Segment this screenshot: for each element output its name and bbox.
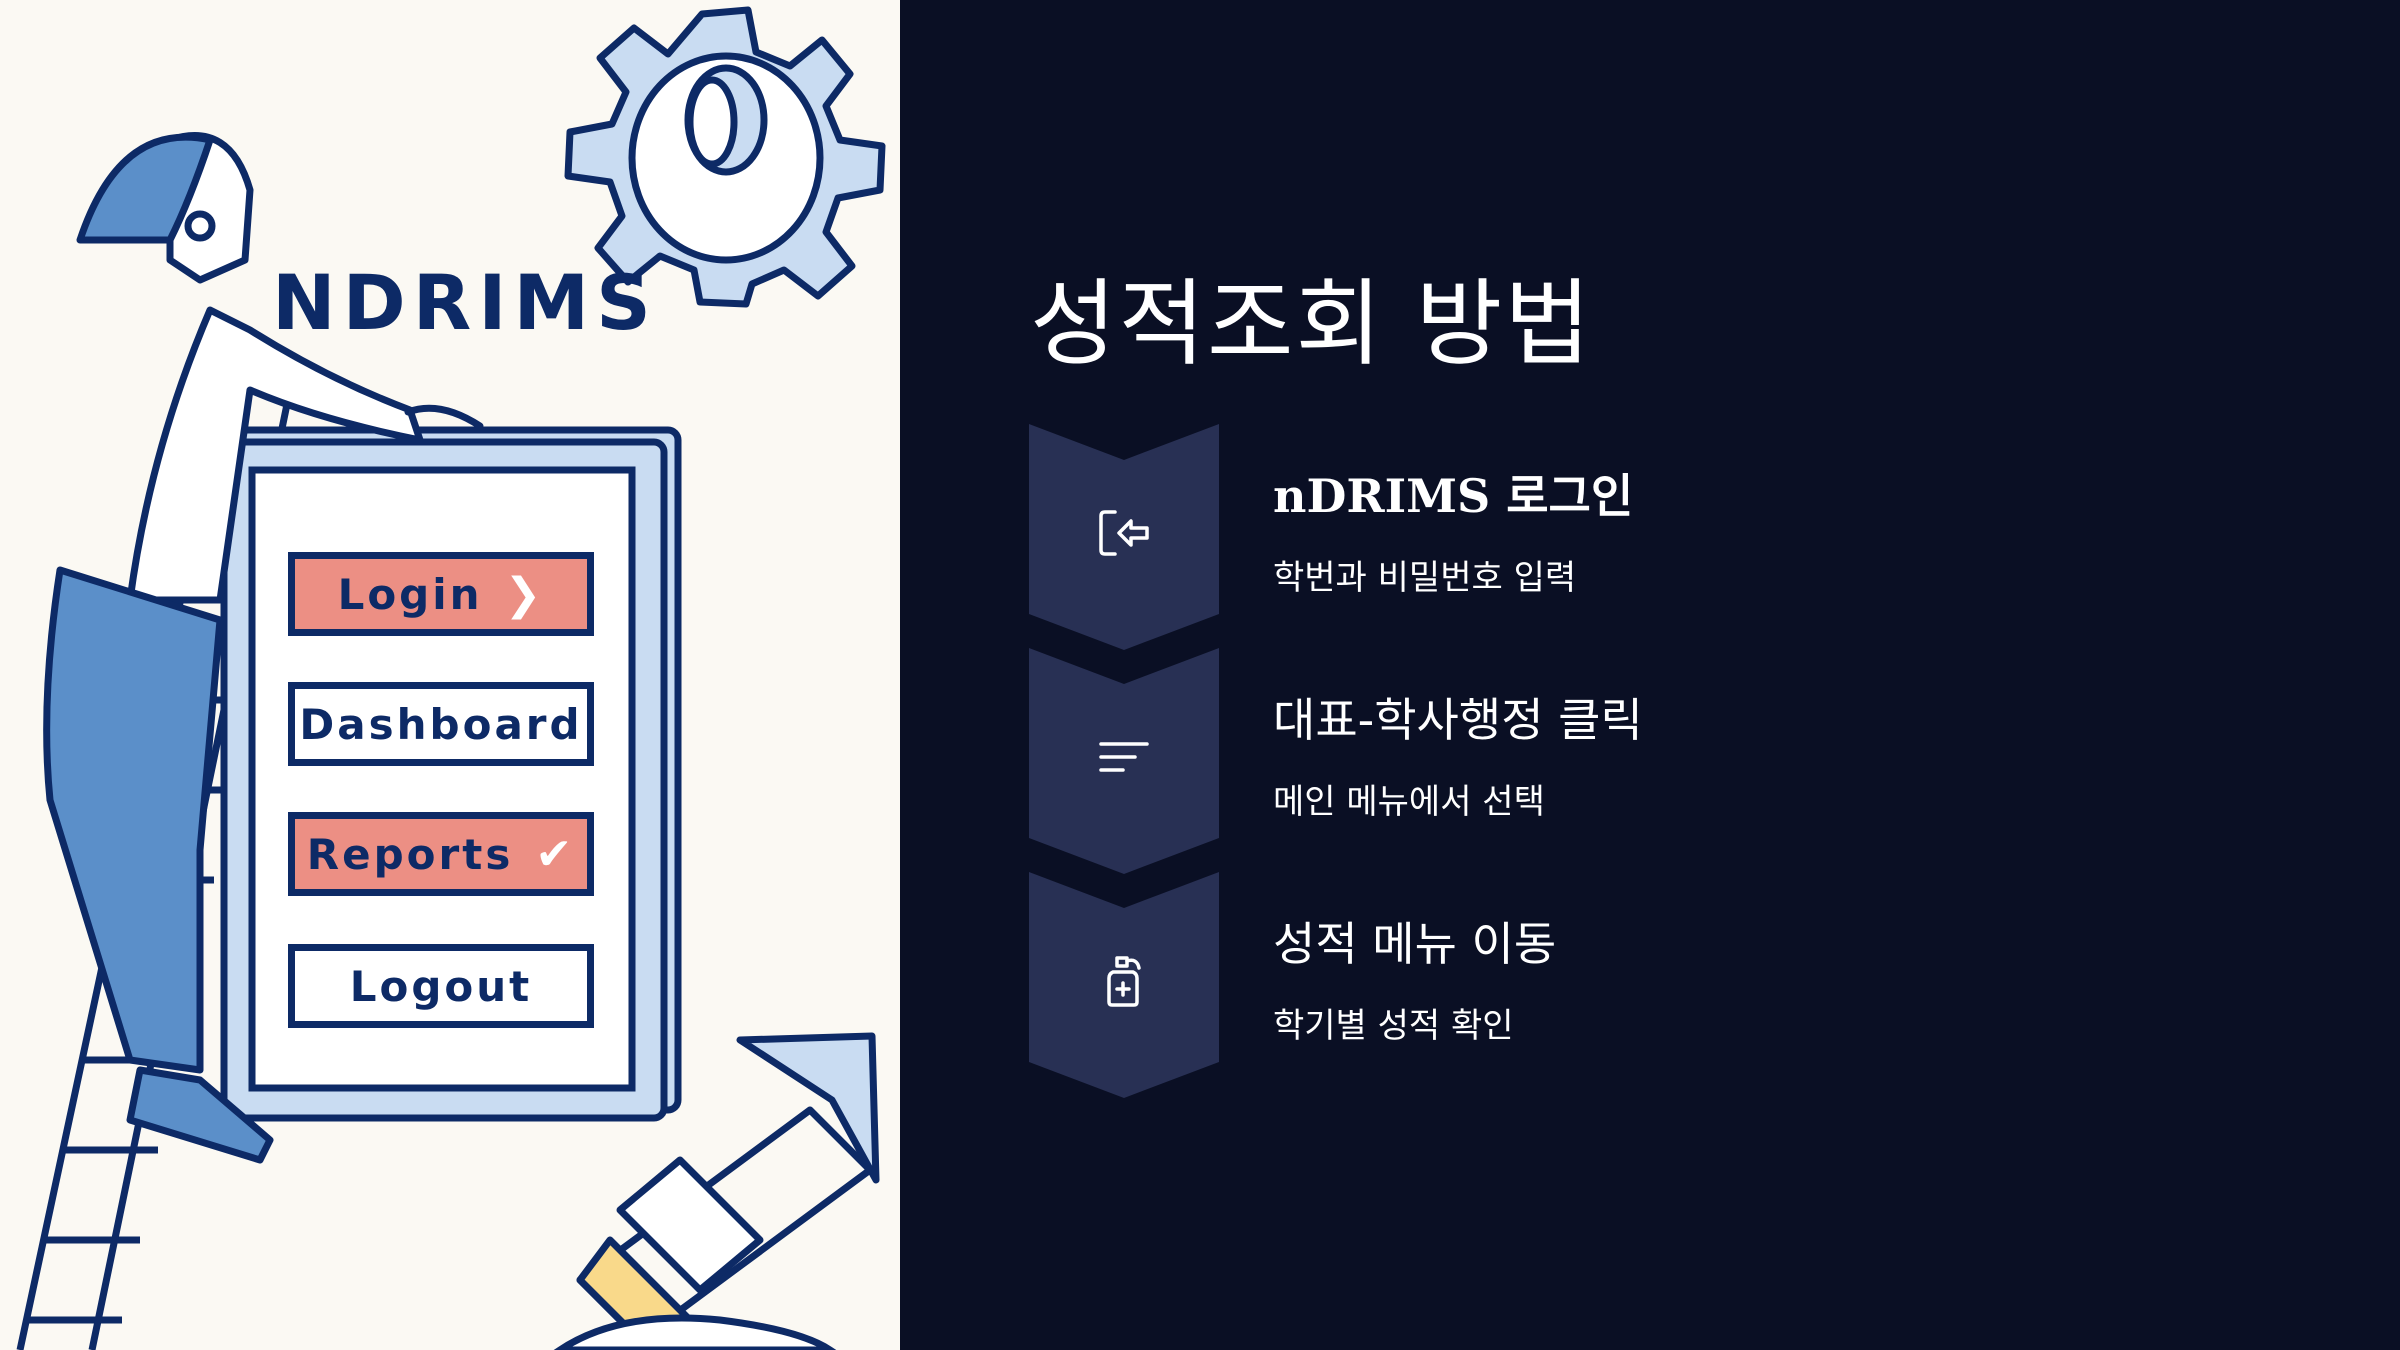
step-2-text: 대표-학사행정 클릭 메인 메뉴에서 선택 xyxy=(1273,684,1643,823)
content-panel: 성적조회 방법 nDRIMS 로그인 학번과 비밀번호 입력 대표-학사행정 클… xyxy=(900,0,2400,1350)
step-3-text: 성적 메뉴 이동 학기별 성적 확인 xyxy=(1273,908,1556,1047)
step-1-subtitle: 학번과 비밀번호 입력 xyxy=(1273,558,1577,598)
step-3-badge xyxy=(1029,872,1219,1098)
step-1-badge xyxy=(1029,424,1219,650)
brand-logo-text: NDRIMS xyxy=(272,258,658,347)
illustration-logout-button: Logout xyxy=(288,944,594,1028)
step-1-text: nDRIMS 로그인 학번과 비밀번호 입력 xyxy=(1273,460,1633,599)
illustration-reports-button: Reports ✔ xyxy=(288,812,594,896)
step-2-title: 대표-학사행정 클릭 xyxy=(1273,693,1643,747)
illustration-reports-label: Reports xyxy=(306,829,514,879)
login-icon xyxy=(1099,510,1149,556)
illustration-dashboard-label: Dashboard xyxy=(299,699,583,749)
chevron-right-icon: ❯ xyxy=(504,568,545,620)
illustration-dashboard-button: Dashboard xyxy=(288,682,594,766)
illustration-panel: NDRIMS Login ❯ Dashboard Reports ✔ Logou… xyxy=(0,0,900,1350)
illustration-graphic xyxy=(16,6,886,1350)
slide-title: 성적조회 방법 xyxy=(1030,270,1593,379)
person-graphic xyxy=(43,132,484,1164)
step-2-badge xyxy=(1029,648,1219,874)
bottle-icon xyxy=(1107,956,1141,1007)
menu-lines-icon xyxy=(1099,742,1149,772)
step-2-subtitle: 메인 메뉴에서 선택 xyxy=(1273,782,1545,822)
chevron-badge-shape xyxy=(1029,648,1219,874)
step-3-subtitle: 학기별 성적 확인 xyxy=(1273,1006,1514,1046)
check-icon: ✔ xyxy=(535,828,576,880)
illustration-logout-label: Logout xyxy=(349,961,533,1011)
illustration-login-button: Login ❯ xyxy=(288,552,594,636)
step-3-title: 성적 메뉴 이동 xyxy=(1273,917,1557,971)
pencil-graphic xyxy=(576,1032,880,1344)
gear-icon xyxy=(564,6,886,308)
illustration-login-label: Login xyxy=(337,569,483,619)
step-1-title: nDRIMS 로그인 xyxy=(1273,469,1634,523)
